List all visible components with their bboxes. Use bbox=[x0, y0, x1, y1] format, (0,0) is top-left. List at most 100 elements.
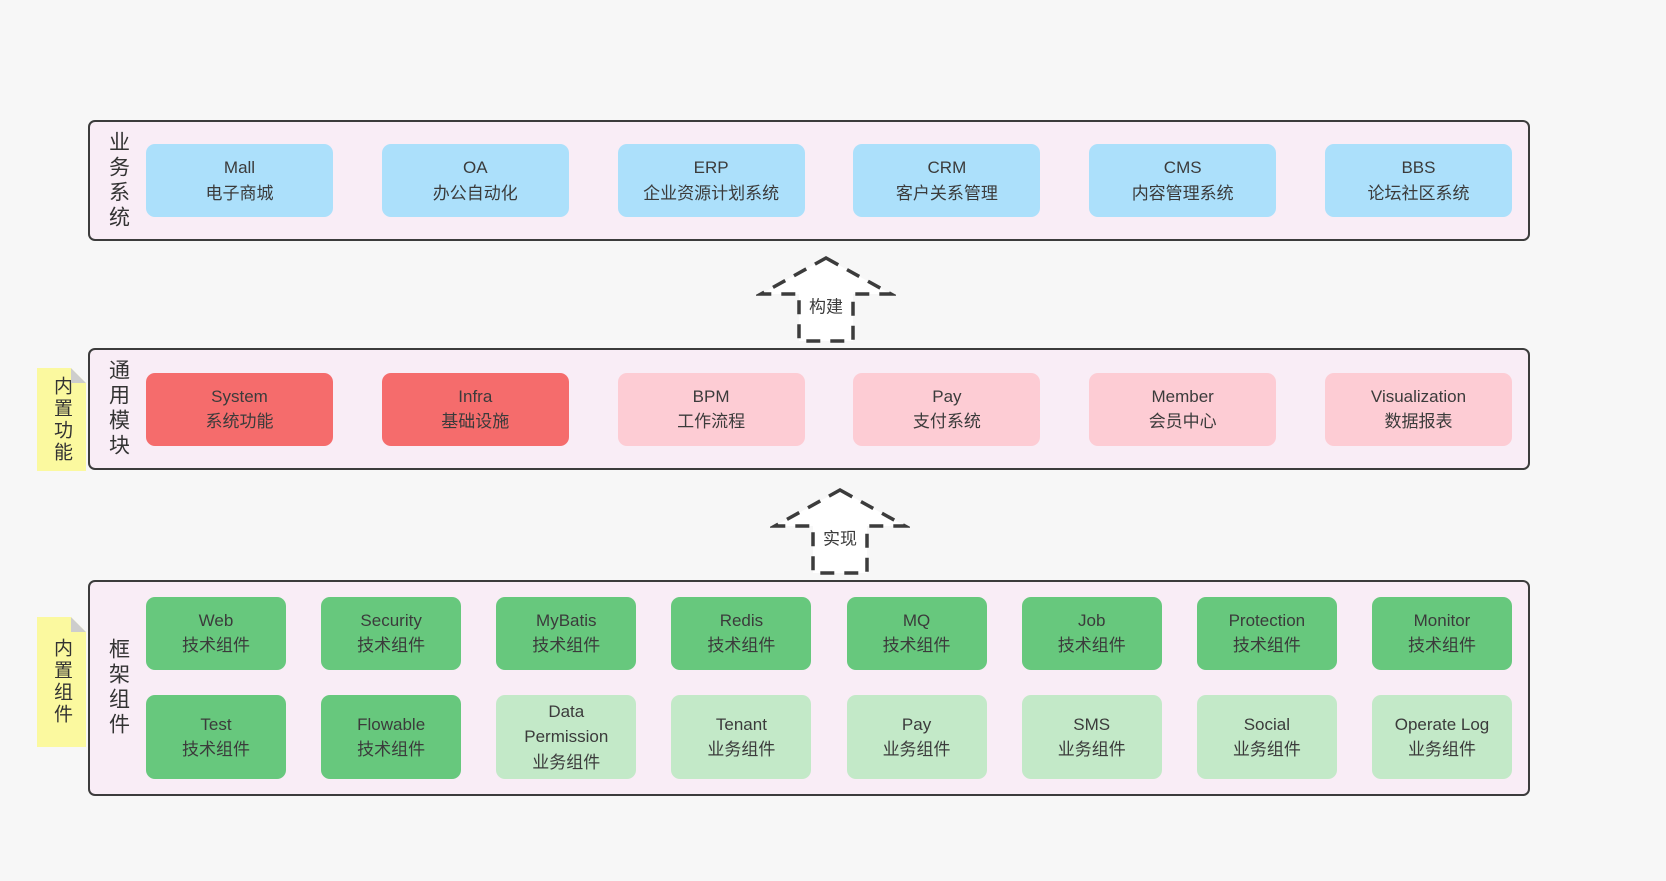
box-pay-module: Pay 支付系统 bbox=[853, 372, 1041, 446]
box-subtitle: 技术组件 bbox=[1057, 636, 1126, 656]
panel-label-text: 业务系统 bbox=[106, 130, 130, 231]
box-data-permission: Data Permission 业务组件 bbox=[496, 694, 637, 780]
folded-corner-icon bbox=[71, 617, 86, 632]
box-subtitle: 业务组件 bbox=[882, 740, 951, 759]
box-subtitle: 数据报表 bbox=[1384, 412, 1453, 431]
panel-label-business: 业务系统 bbox=[90, 122, 146, 239]
box-bpm: BPM 工作流程 bbox=[617, 372, 805, 446]
box-title: MyBatis bbox=[536, 610, 597, 630]
business-systems-boxes: Mall 电子商城 OA 办公自动化 ERP 企业资源计划系统 CRM 客户关系… bbox=[146, 122, 1528, 239]
implement-arrow: 实现 bbox=[770, 485, 910, 577]
box-security: Security 技术组件 bbox=[321, 596, 462, 670]
arrow-label: 构建 bbox=[806, 291, 846, 319]
box-subtitle: 会员中心 bbox=[1148, 412, 1217, 431]
box-title: Tenant bbox=[715, 714, 767, 734]
box-subtitle: 基础设施 bbox=[441, 412, 510, 431]
box-title: Job bbox=[1077, 610, 1106, 630]
box-visualization: Visualization 数据报表 bbox=[1324, 372, 1512, 446]
box-subtitle: 业务组件 bbox=[707, 740, 776, 759]
sticky-note-builtin-functions: 内置功能 bbox=[37, 368, 86, 471]
box-sms: SMS 业务组件 bbox=[1021, 694, 1162, 780]
build-arrow: 构建 bbox=[756, 253, 896, 345]
box-subtitle: 企业资源计划系统 bbox=[643, 183, 780, 203]
box-subtitle: 论坛社区系统 bbox=[1367, 183, 1470, 203]
box-subtitle: 技术组件 bbox=[532, 636, 601, 656]
box-job: Job 技术组件 bbox=[1021, 596, 1162, 670]
framework-components-panel: 框架组件 Web 技术组件 Security 技术组件 MyBatis 技术组件… bbox=[88, 580, 1530, 796]
box-system: System 系统功能 bbox=[146, 372, 333, 446]
box-title: Security bbox=[360, 610, 422, 630]
note-text: 内置功能 bbox=[51, 375, 72, 464]
box-mq: MQ 技术组件 bbox=[846, 596, 987, 670]
box-member: Member 会员中心 bbox=[1089, 372, 1277, 446]
box-subtitle: 系统功能 bbox=[205, 412, 274, 431]
box-title: Flowable bbox=[357, 714, 426, 734]
box-erp: ERP 企业资源计划系统 bbox=[617, 144, 805, 217]
panel-label-modules: 通用模块 bbox=[90, 350, 146, 468]
box-title: CMS bbox=[1163, 158, 1202, 177]
box-infra: Infra 基础设施 bbox=[381, 372, 569, 446]
box-subtitle: 办公自动化 bbox=[432, 183, 518, 203]
common-modules-panel: 通用模块 System 系统功能 Infra 基础设施 BPM 工作流程 Pay… bbox=[88, 348, 1530, 470]
box-subtitle: 内容管理系统 bbox=[1131, 183, 1234, 203]
box-title: Monitor bbox=[1413, 610, 1471, 630]
box-cms: CMS 内容管理系统 bbox=[1089, 144, 1277, 217]
box-subtitle: 技术组件 bbox=[182, 636, 250, 656]
common-modules-boxes: System 系统功能 Infra 基础设施 BPM 工作流程 Pay 支付系统… bbox=[146, 350, 1528, 468]
box-crm: CRM 客户关系管理 bbox=[853, 144, 1041, 217]
box-subtitle: 业务组件 bbox=[532, 752, 601, 772]
box-title: Data Permission bbox=[524, 701, 609, 747]
box-subtitle: 支付系统 bbox=[912, 412, 981, 431]
sticky-note-builtin-components: 内置组件 bbox=[37, 617, 86, 747]
box-subtitle: 技术组件 bbox=[707, 636, 776, 656]
box-subtitle: 工作流程 bbox=[677, 412, 746, 431]
panel-label-text: 框架组件 bbox=[106, 638, 130, 738]
box-subtitle: 业务组件 bbox=[1407, 740, 1476, 759]
box-title: Pay bbox=[901, 714, 932, 734]
box-protection: Protection 技术组件 bbox=[1196, 596, 1337, 670]
box-redis: Redis 技术组件 bbox=[671, 596, 812, 670]
box-subtitle: 业务组件 bbox=[1057, 740, 1126, 759]
box-mybatis: MyBatis 技术组件 bbox=[496, 596, 637, 670]
box-title: Redis bbox=[719, 610, 764, 630]
box-title: CRM bbox=[927, 158, 967, 177]
box-title: Visualization bbox=[1370, 386, 1467, 406]
box-subtitle: 技术组件 bbox=[882, 636, 951, 656]
box-title: System bbox=[211, 386, 268, 406]
box-title: Member bbox=[1151, 386, 1214, 406]
box-title: SMS bbox=[1073, 714, 1111, 734]
box-flowable: Flowable 技术组件 bbox=[321, 694, 462, 780]
box-title: Mall bbox=[223, 158, 256, 177]
note-text: 内置组件 bbox=[51, 638, 72, 726]
box-title: Infra bbox=[458, 386, 493, 406]
box-title: Social bbox=[1243, 714, 1290, 734]
framework-components-rows: Web 技术组件 Security 技术组件 MyBatis 技术组件 Redi… bbox=[146, 582, 1528, 794]
box-title: OA bbox=[463, 158, 488, 177]
box-monitor: Monitor 技术组件 bbox=[1371, 596, 1512, 670]
box-title: MQ bbox=[902, 610, 931, 630]
box-bbs: BBS 论坛社区系统 bbox=[1324, 144, 1512, 217]
box-social: Social 业务组件 bbox=[1196, 694, 1337, 780]
box-title: Test bbox=[200, 714, 232, 734]
tech-components-row: Web 技术组件 Security 技术组件 MyBatis 技术组件 Redi… bbox=[146, 596, 1512, 670]
box-subtitle: 客户关系管理 bbox=[895, 183, 998, 203]
business-systems-panel: 业务系统 Mall 电子商城 OA 办公自动化 ERP 企业资源计划系统 CRM… bbox=[88, 120, 1530, 241]
box-subtitle: 技术组件 bbox=[1407, 636, 1476, 656]
box-test: Test 技术组件 bbox=[146, 694, 286, 780]
box-subtitle: 业务组件 bbox=[1232, 740, 1301, 759]
box-oa: OA 办公自动化 bbox=[381, 144, 569, 217]
box-pay-component: Pay 业务组件 bbox=[846, 694, 987, 780]
box-operate-log: Operate Log 业务组件 bbox=[1371, 694, 1512, 780]
box-title: ERP bbox=[693, 158, 729, 177]
box-title: Protection bbox=[1228, 610, 1306, 630]
panel-label-text: 通用模块 bbox=[106, 359, 130, 459]
box-title: Web bbox=[198, 610, 234, 630]
box-subtitle: 技术组件 bbox=[357, 740, 426, 759]
box-mall: Mall 电子商城 bbox=[146, 144, 333, 217]
box-tenant: Tenant 业务组件 bbox=[671, 694, 812, 780]
box-subtitle: 技术组件 bbox=[1232, 636, 1301, 656]
box-title: BPM bbox=[692, 386, 730, 406]
box-subtitle: 技术组件 bbox=[357, 636, 426, 656]
box-subtitle: 电子商城 bbox=[205, 183, 274, 203]
folded-corner-icon bbox=[71, 368, 86, 383]
